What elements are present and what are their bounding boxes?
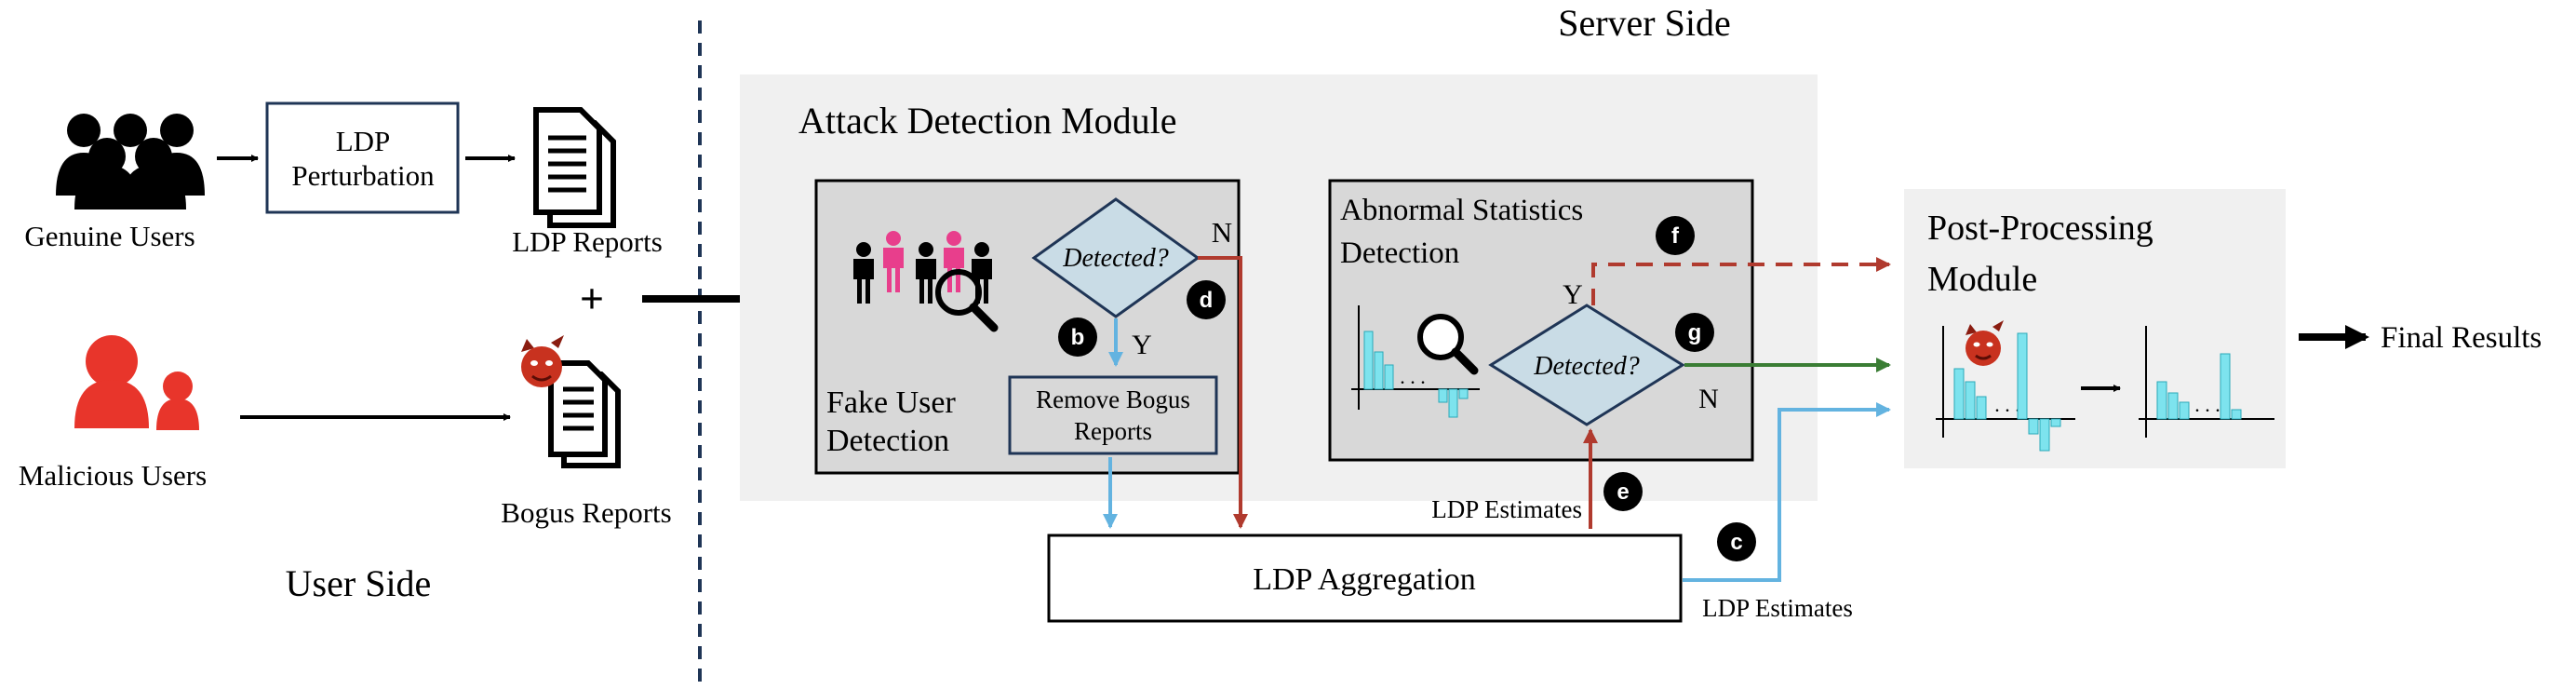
badge-c: c <box>1717 522 1756 561</box>
badge-f: f <box>1656 216 1695 255</box>
post-devil-icon <box>1966 320 2004 366</box>
ldp-estimates-lower-label: LDP Estimates <box>1702 594 1853 622</box>
abnormal-label-line1: Abnormal Statistics <box>1340 194 1583 227</box>
fake-user-decision-diamond <box>1031 197 1201 318</box>
abnormal-no-label: N <box>1698 384 1719 414</box>
ldp-estimates-upper-label: LDP Estimates <box>1431 495 1582 523</box>
abnormal-decision-text: Detected? <box>1533 352 1640 381</box>
svg-text:. . .: . . . <box>2194 393 2220 416</box>
post-processing-line1: Post-Processing <box>1927 209 2153 248</box>
fake-user-label-line2: Detection <box>826 424 949 458</box>
fake-user-no-arrow <box>1198 256 1248 529</box>
post-processing-line2: Module <box>1927 260 2037 299</box>
perturbation-label-line1: LDP <box>336 125 391 157</box>
bogus-reports-icon <box>548 360 621 468</box>
ldp-perturbation-box <box>265 101 460 214</box>
svg-text:b: b <box>1071 325 1085 350</box>
genuine-users-icon <box>56 114 205 209</box>
ldp-reports-label: LDP Reports <box>512 225 663 258</box>
svg-text:e: e <box>1617 480 1629 505</box>
user-side-title: User Side <box>286 562 432 604</box>
plus-sign: + <box>580 275 604 322</box>
genuine-users-label: Genuine Users <box>24 220 195 252</box>
abnormal-magnifier-icon <box>1417 314 1479 375</box>
final-results-label: Final Results <box>2381 321 2542 355</box>
ldp-aggregation-box <box>1047 534 1683 623</box>
svg-text:f: f <box>1671 223 1680 249</box>
post-after-histogram-icon: . . . <box>2139 326 2274 438</box>
abnormal-label-line2: Detection <box>1340 236 1459 270</box>
remove-bogus-line1: Remove Bogus <box>1036 385 1190 413</box>
bogus-reports-label: Bogus Reports <box>501 496 671 529</box>
post-processing-module <box>1904 189 2286 468</box>
svg-text:c: c <box>1730 530 1742 555</box>
fake-user-decision-text: Detected? <box>1062 244 1169 273</box>
magnifier-icon <box>935 269 999 332</box>
devil-icon <box>521 335 564 387</box>
ldp-aggregation-label: LDP Aggregation <box>1253 562 1476 597</box>
svg-text:d: d <box>1200 288 1214 313</box>
abnormal-yes-label: Y <box>1563 279 1583 310</box>
remove-bogus-reports-box <box>1008 375 1218 455</box>
badge-d: d <box>1187 280 1226 319</box>
aggregation-to-postprocessing-arrow <box>1683 402 1891 582</box>
malicious-users-label: Malicious Users <box>19 459 207 492</box>
fake-user-yes-label: Y <box>1132 330 1152 360</box>
fake-user-no-label: N <box>1212 216 1232 249</box>
perturbation-label-line2: Perturbation <box>291 159 435 192</box>
abnormal-decision-diamond <box>1488 304 1685 426</box>
svg-text:. . .: . . . <box>1400 365 1426 388</box>
badge-b: b <box>1058 317 1097 357</box>
malicious-users-icon <box>74 335 199 430</box>
abnormal-yes-arrow <box>1591 257 1891 305</box>
attack-module-title: Attack Detection Module <box>798 100 1177 142</box>
badge-e: e <box>1603 472 1643 511</box>
remove-bogus-line2: Reports <box>1074 417 1152 445</box>
server-side-title: Server Side <box>1558 2 1731 44</box>
svg-text:. . .: . . . <box>1994 393 2020 416</box>
svg-text:g: g <box>1688 320 1702 345</box>
ldp-reports-icon <box>533 107 616 228</box>
abnormal-histogram-icon: . . . <box>1351 305 1480 418</box>
fake-user-label-line1: Fake User <box>826 385 956 420</box>
post-before-histogram-icon: . . . <box>1936 326 2075 452</box>
badge-g: g <box>1675 313 1714 352</box>
